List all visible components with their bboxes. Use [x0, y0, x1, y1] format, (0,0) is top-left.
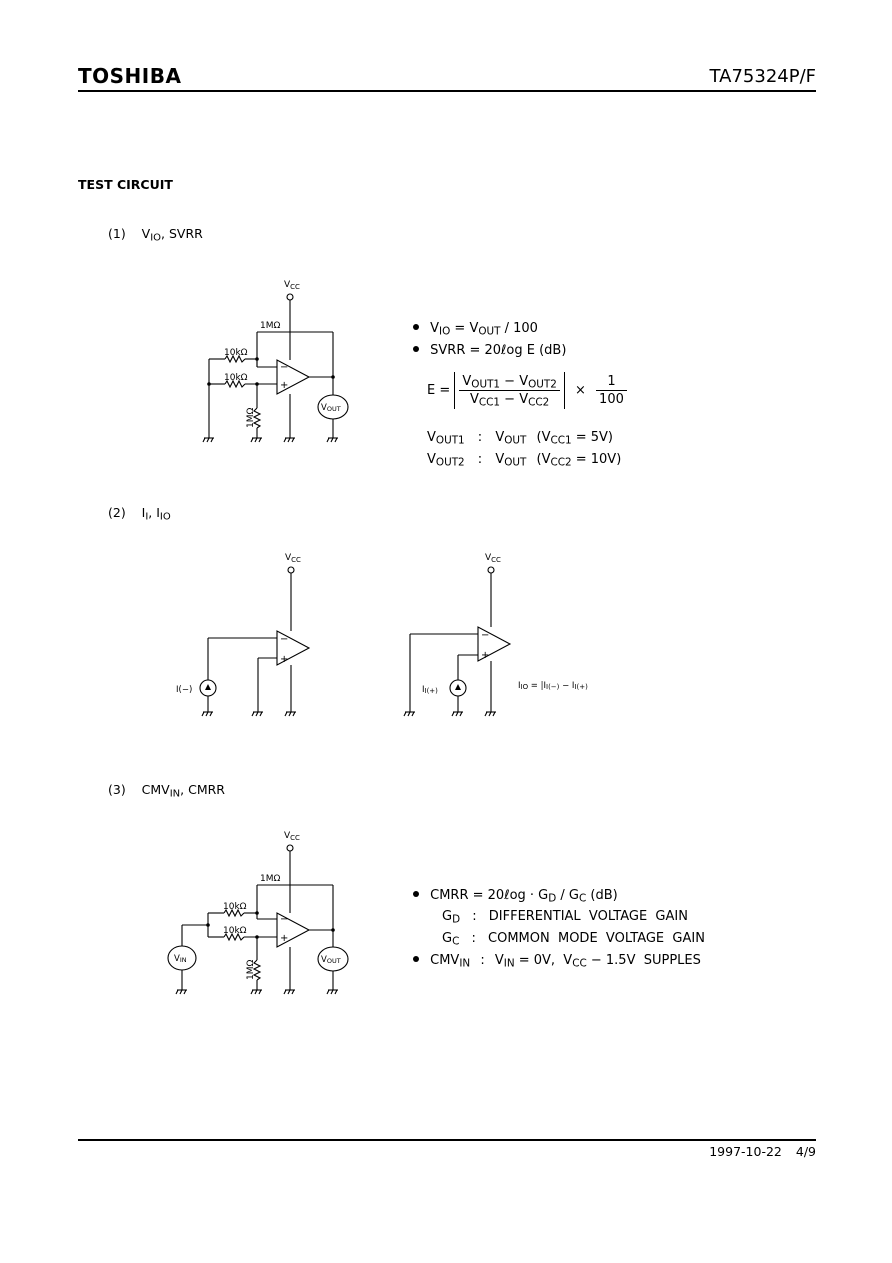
- r-bias-label-1: 1MΩ: [246, 408, 256, 428]
- footer-date: 1997-10-22: [709, 1144, 782, 1159]
- vout-meter-label-3: V: [321, 955, 327, 965]
- vcc-label-3: V: [284, 831, 291, 841]
- r-in2-label-3: 10kΩ: [223, 926, 247, 936]
- vcc-label-2a: V: [285, 553, 292, 563]
- minus-label-3: −: [280, 914, 288, 925]
- r-bias-label-3: 1MΩ: [246, 960, 256, 980]
- gc-line: GC : COMMON MODE VOLTAGE GAIN: [442, 931, 705, 948]
- iio-formula: IIO = |II(−) − II(+): [518, 681, 588, 691]
- source-right-label: I: [422, 685, 425, 695]
- r-feedback-label-3: 1MΩ: [260, 874, 280, 884]
- svg-text:VCC: VCC: [485, 553, 501, 564]
- svg-text:VIN: VIN: [174, 954, 187, 964]
- svg-text:VCC: VCC: [284, 280, 300, 291]
- toshiba-logo: TOSHIBA: [78, 64, 182, 88]
- circuit3-schematic: VCC 1MΩ 10kΩ 10kΩ 1MΩ − + VIN VOUT: [167, 831, 349, 995]
- circuit3-title: CMVIN, CMRR: [141, 782, 225, 800]
- svrr-formula: SVRR = 20ℓog E (dB): [413, 343, 566, 358]
- r-in1-label-3: 10kΩ: [223, 902, 247, 912]
- plus-label-2a: +: [280, 654, 288, 665]
- vin-meter-label: V: [174, 954, 180, 964]
- source-left-label: I(−): [176, 685, 192, 695]
- cmvin-formula: CMVIN : VIN = 0V, VCC − 1.5V SUPPLES: [413, 953, 701, 969]
- circuit1-heading: (1) VIO, SVRR: [108, 226, 203, 244]
- gd-line: GD : DIFFERENTIAL VOLTAGE GAIN: [442, 909, 688, 926]
- vcc-label-2b: V: [485, 553, 492, 563]
- minus-label-2b: −: [481, 630, 489, 641]
- circuit2-heading: (2) II, IIO: [108, 505, 171, 523]
- cmrr-formula: CMRR = 20ℓog · GD / GC (dB): [413, 888, 618, 904]
- section-title: TEST CIRCUIT: [78, 177, 173, 192]
- minus-label-1: −: [280, 362, 288, 373]
- minus-label-2a: −: [280, 634, 288, 645]
- footer-rule: [78, 1139, 816, 1141]
- circuit2-title: II, IIO: [141, 505, 171, 523]
- circuit3-heading: (3) CMVIN, CMRR: [108, 782, 225, 800]
- r-in1-label-1: 10kΩ: [224, 348, 248, 358]
- vcc-label-1: V: [284, 280, 291, 290]
- header-rule: [78, 90, 816, 92]
- circuit1-schematic: VCC 1MΩ 10kΩ 10kΩ 1MΩ − + VOUT: [202, 280, 349, 443]
- footer-page: 4/9: [795, 1144, 816, 1159]
- plus-label-2b: +: [481, 650, 489, 661]
- plus-label-3: +: [280, 933, 288, 944]
- svg-text:VCC: VCC: [285, 553, 301, 564]
- circuit2-schematic: VCC VCC − + − + I(−) II(+) IIO = |II(−) …: [176, 553, 588, 717]
- part-number: TA75324P/F: [709, 66, 816, 87]
- svg-text:II(+): II(+): [422, 685, 438, 695]
- vout-meter-label-1: V: [321, 403, 327, 413]
- plus-label-1: +: [280, 380, 288, 391]
- vout2-line: VOUT2 : VOUT (VCC2 = 10V): [427, 452, 622, 469]
- circuit3-number: (3): [108, 782, 126, 797]
- svg-text:VOUT: VOUT: [321, 955, 341, 965]
- r-feedback-label-1: 1MΩ: [260, 321, 280, 331]
- r-in2-label-1: 10kΩ: [224, 373, 248, 383]
- circuit1-number: (1): [108, 226, 126, 241]
- svg-text:VCC: VCC: [284, 831, 300, 842]
- svg-text:VOUT: VOUT: [321, 403, 341, 413]
- circuit2-number: (2): [108, 505, 126, 520]
- circuit1-title: VIO, SVRR: [141, 226, 203, 244]
- vout1-line: VOUT1 : VOUT (VCC1 = 5V): [427, 430, 614, 447]
- vio-formula: VIO = VOUT / 100: [413, 321, 538, 337]
